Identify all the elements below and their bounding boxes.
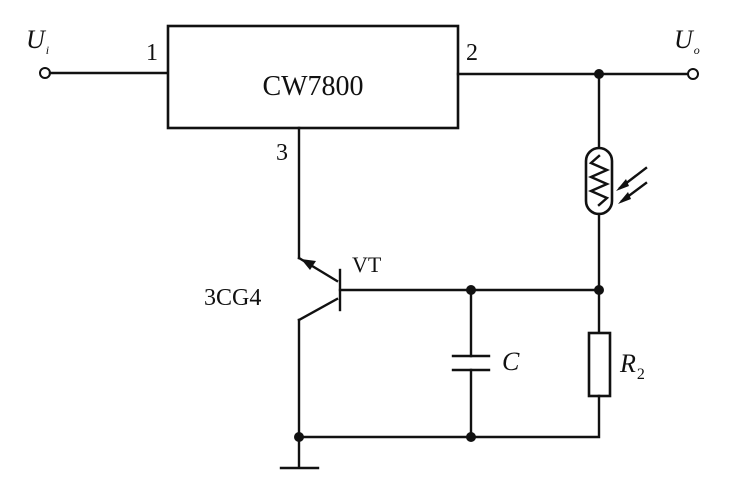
transistor-model-label: 3CG4 xyxy=(204,285,261,311)
input-terminal xyxy=(39,67,51,79)
resistor-r2-label: R2 xyxy=(619,349,645,383)
transistor-designator: VT xyxy=(352,252,382,277)
capacitor-bottom-dot xyxy=(466,432,476,442)
regulator-label: CW7800 xyxy=(262,71,363,102)
transistor-vt xyxy=(297,256,342,322)
light-arrows-icon xyxy=(616,166,648,204)
transistor-collector-lead xyxy=(297,297,339,322)
transistor-emitter-arrow xyxy=(301,259,316,270)
output-voltage-label: Uo xyxy=(674,25,700,57)
regulator-block xyxy=(166,24,460,130)
pin-2-label: 2 xyxy=(466,40,478,66)
input-voltage-subscript: i xyxy=(46,43,49,57)
photoresistor xyxy=(584,146,614,216)
capacitor-label: C xyxy=(502,347,520,376)
resistor-r2-subscript: 2 xyxy=(637,366,645,383)
photoresistor-zigzag xyxy=(588,154,610,207)
pin-1-label: 1 xyxy=(146,40,158,66)
pin-3-label: 3 xyxy=(276,140,288,166)
output-terminal xyxy=(687,68,699,80)
resistor-r2 xyxy=(587,331,612,398)
r2-bottom-wire xyxy=(297,394,601,439)
output-voltage-subscript: o xyxy=(694,43,700,57)
input-voltage-label: Ui xyxy=(26,25,49,57)
